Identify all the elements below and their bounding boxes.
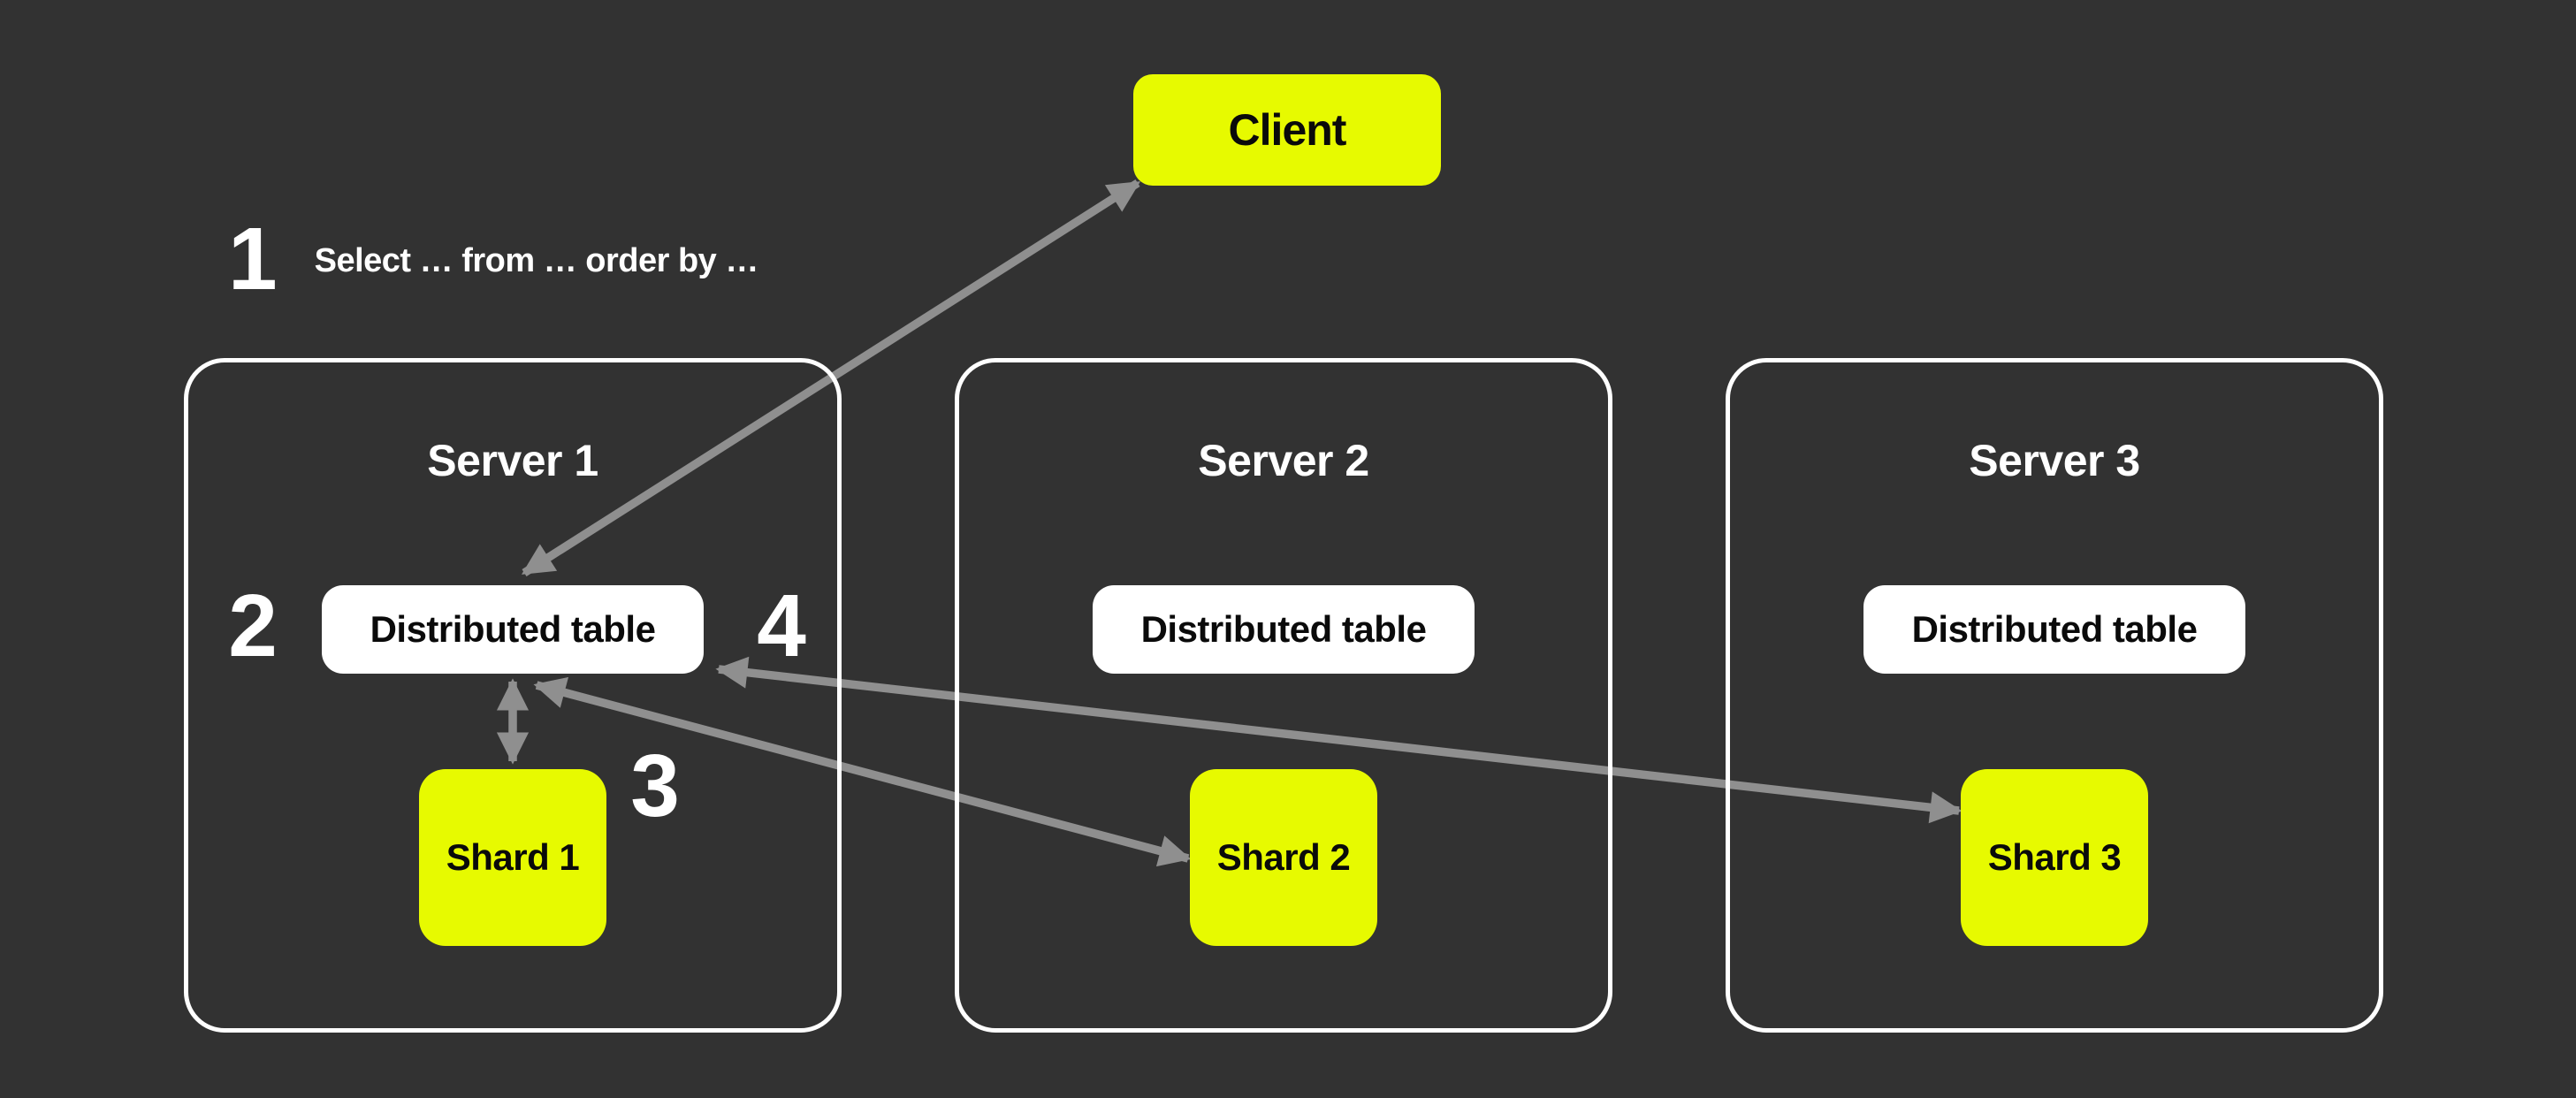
server-2-box: Server 2 Distributed table Shard 2	[955, 358, 1612, 1033]
shard-3: Shard 3	[1961, 769, 2148, 946]
server-1-title: Server 1	[427, 436, 598, 485]
distributed-table-2: Distributed table	[1093, 585, 1475, 674]
distributed-table-1: Distributed table	[322, 585, 704, 674]
step-1-annotation: 1 Select … from … order by …	[228, 215, 758, 303]
step-2-number: 2	[228, 576, 278, 675]
step-1-number: 1	[228, 210, 278, 309]
shard-2: Shard 2	[1190, 769, 1377, 946]
server-3-title: Server 3	[1969, 436, 2140, 485]
shard-1: Shard 1	[419, 769, 606, 946]
server-2-title: Server 2	[1198, 436, 1369, 485]
distributed-table-3: Distributed table	[1863, 585, 2245, 674]
client-node: Client	[1133, 74, 1441, 186]
step-3-number: 3	[630, 736, 680, 835]
server-1-box: Server 1 Distributed table Shard 1	[184, 358, 842, 1033]
server-3-box: Server 3 Distributed table Shard 3	[1726, 358, 2383, 1033]
step-1-query-text: Select … from … order by …	[314, 241, 759, 279]
step-4-number: 4	[757, 576, 806, 675]
